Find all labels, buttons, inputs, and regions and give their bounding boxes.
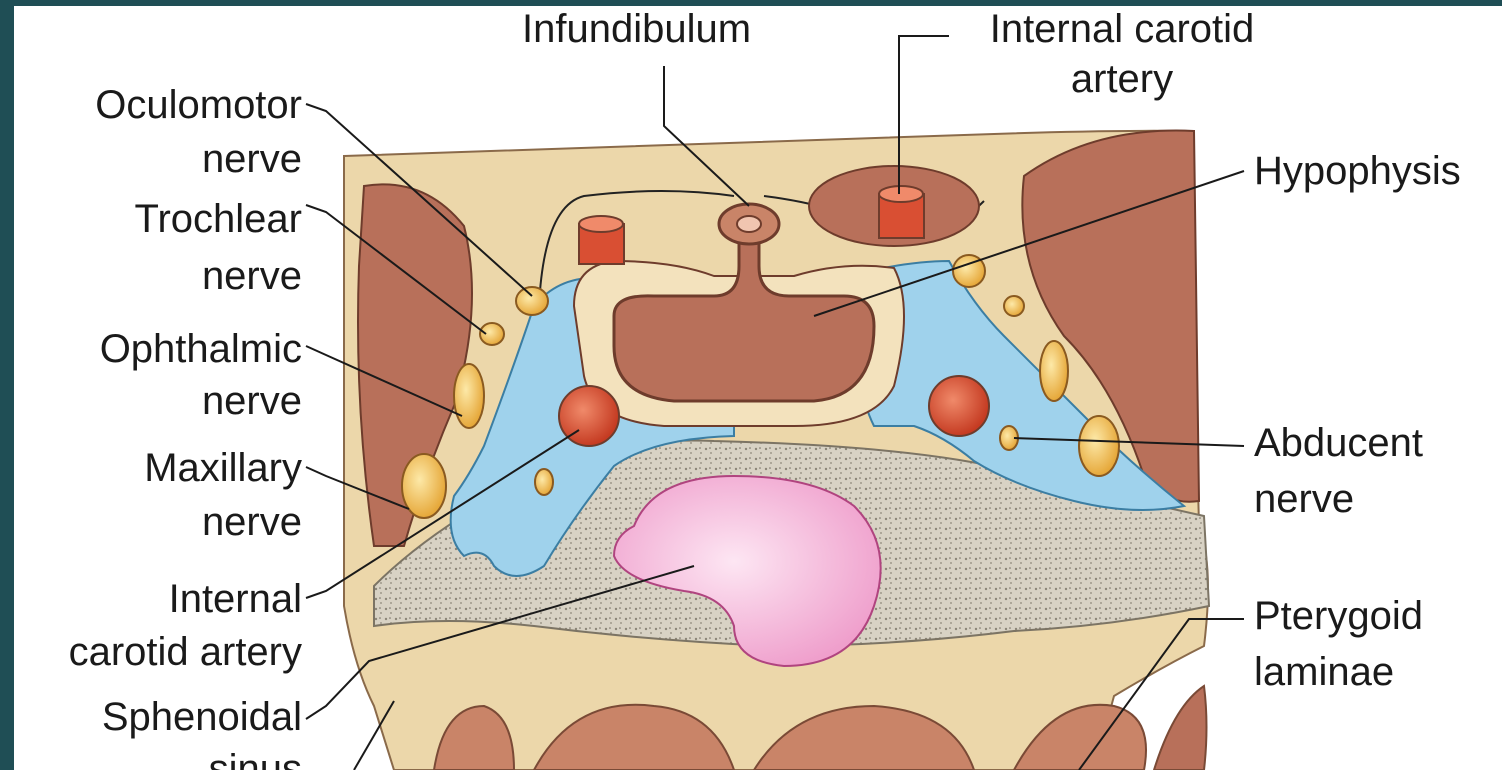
infundibulum-lumen (737, 216, 761, 232)
label-ophthalmic-line2: nerve (14, 376, 302, 426)
label-internal-carotid-top-line2: artery (952, 54, 1292, 104)
label-hypophysis: Hypophysis (1254, 146, 1461, 196)
oculomotor-nerve-left (516, 287, 548, 315)
diagram-canvas: Infundibulum Internal carotid artery Hyp… (14, 6, 1502, 770)
label-maxillary-line1: Maxillary (14, 443, 302, 493)
label-sphenoidal-line2: sinus (14, 744, 302, 770)
label-pterygoid-line1: Pterygoid (1254, 591, 1423, 641)
internal-carotid-right-circle (929, 376, 989, 436)
label-maxillary-line2: nerve (14, 497, 302, 547)
label-abducent-line2: nerve (1254, 474, 1354, 524)
label-oculomotor-line1: Oculomotor (14, 80, 302, 130)
label-internal-carotid-left-line1: Internal (14, 574, 302, 624)
trochlear-nerve-right (1004, 296, 1024, 316)
label-oculomotor-line2: nerve (14, 134, 302, 184)
label-pterygoid-line2: laminae (1254, 647, 1394, 697)
internal-carotid-stub-right (879, 186, 924, 238)
abducent-nerve-left (535, 469, 553, 495)
label-infundibulum: Infundibulum (522, 6, 751, 54)
label-internal-carotid-left-line2: carotid artery (14, 627, 302, 677)
label-trochlear-line2: nerve (14, 251, 302, 301)
ophthalmic-nerve-right (1040, 341, 1068, 401)
maxillary-nerve-right (1079, 416, 1119, 476)
label-ophthalmic-line1: Ophthalmic (14, 324, 302, 374)
trochlear-nerve-left (480, 323, 504, 345)
label-sphenoidal-line1: Sphenoidal (14, 692, 302, 742)
ophthalmic-nerve-left (454, 364, 484, 428)
slide-frame-left (0, 0, 14, 770)
internal-carotid-stub-left (579, 216, 624, 264)
label-abducent-line1: Abducent (1254, 418, 1423, 468)
label-internal-carotid-top-line1: Internal carotid (952, 6, 1292, 54)
label-trochlear-line1: Trochlear (14, 194, 302, 244)
